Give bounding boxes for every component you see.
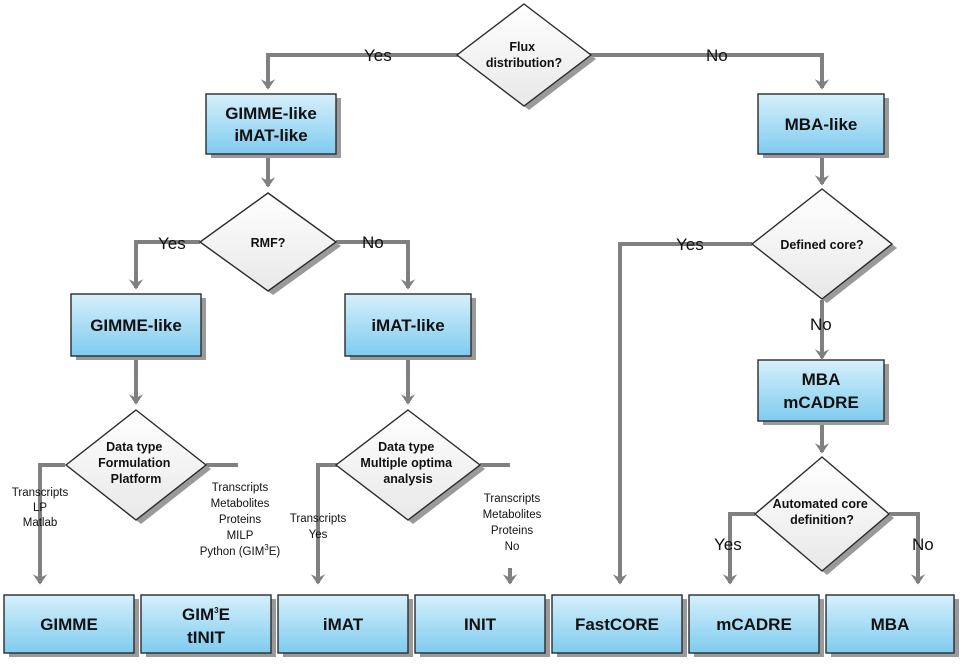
decision-imat-data-line3: analysis bbox=[383, 472, 432, 486]
note-gimme-line1: Transcripts bbox=[12, 487, 69, 499]
note-imat-branch: Transcripts Yes bbox=[290, 513, 347, 541]
connector-auto-no bbox=[889, 512, 926, 585]
note-init-branch: Transcripts Metabolites Proteins No bbox=[483, 493, 542, 553]
decision-gimme-data-label: Data type Formulation Platform bbox=[98, 440, 174, 486]
method-gim3e-label: GIM3E bbox=[182, 605, 230, 624]
note-gim3e-line1: Transcripts bbox=[212, 482, 269, 494]
note-gimme-line3: Matlab bbox=[23, 517, 58, 529]
box-mba-mcadre-line1: MBA bbox=[802, 370, 841, 389]
box-gimme-imat-like: GIMME-like iMAT-like bbox=[205, 93, 341, 158]
note-init-line2: Metabolites bbox=[483, 509, 542, 521]
decision-auto-core-label: Automated core definition? bbox=[773, 497, 872, 527]
decision-defined-core-label: Defined core? bbox=[780, 238, 863, 252]
decision-gimme-data-line1: Data type bbox=[106, 440, 162, 454]
note-gim3e-branch: Transcripts Metabolites Proteins MILP Py… bbox=[200, 482, 281, 558]
note-init-line1: Transcripts bbox=[484, 493, 541, 505]
note-gim3e-line4: MILP bbox=[227, 530, 254, 542]
method-box-mcadre: mCADRE bbox=[688, 594, 824, 657]
method-imat-label: iMAT bbox=[323, 615, 364, 634]
note-gim3e-line2: Metabolites bbox=[211, 498, 270, 510]
box-mba-like: MBA-like bbox=[757, 93, 889, 158]
box-imat-like: iMAT-like bbox=[344, 293, 476, 360]
decision-auto-core-line1: Automated core bbox=[773, 497, 868, 511]
method-box-fastcore: FastCORE bbox=[551, 594, 687, 657]
method-mcadre-label: mCADRE bbox=[716, 615, 792, 634]
connector-imat-data-left bbox=[310, 463, 337, 585]
edge-label-auto-no: No bbox=[912, 535, 934, 554]
connector-rmf-yes bbox=[128, 240, 200, 290]
connector-core-yes bbox=[612, 242, 752, 585]
method-box-gimme: GIMME bbox=[3, 594, 139, 657]
box-imat-like-label: iMAT-like bbox=[371, 316, 444, 335]
edge-label-auto-yes: Yes bbox=[714, 535, 742, 554]
method-init-label: INIT bbox=[464, 615, 497, 634]
connector-flux-no bbox=[588, 53, 830, 90]
method-gimme-label: GIMME bbox=[40, 615, 98, 634]
decision-imat-data-type: Data type Multiple optima analysis bbox=[334, 409, 485, 524]
connector-gimme-data-left bbox=[32, 463, 65, 585]
box-gimme-like-label: GIMME-like bbox=[90, 316, 182, 335]
note-gim3e-line5: Python (GIM3E) bbox=[200, 543, 281, 558]
decision-flux-distribution: Flux distribution? bbox=[455, 3, 596, 110]
note-imat-line2: Yes bbox=[309, 529, 328, 541]
connector-auto-yes bbox=[722, 512, 755, 585]
decision-rmf: RMF? bbox=[198, 192, 341, 295]
box-mba-mcadre: MBA mCADRE bbox=[757, 359, 889, 425]
connectors bbox=[32, 53, 926, 585]
edge-label-rmf-no: No bbox=[362, 233, 384, 252]
edge-label-core-no: No bbox=[810, 315, 832, 334]
decision-gimme-data-type: Data type Formulation Platform bbox=[64, 409, 211, 524]
decision-automated-core: Automated core definition? bbox=[753, 456, 894, 575]
edge-label-core-yes: Yes bbox=[676, 235, 704, 254]
note-imat-line1: Transcripts bbox=[290, 513, 347, 525]
method-box-gim3e-tinit: GIM3E tINIT bbox=[140, 594, 276, 657]
decision-gimme-data-line3: Platform bbox=[111, 472, 162, 486]
decision-imat-data-line1: Data type bbox=[378, 440, 434, 454]
method-box-imat: iMAT bbox=[277, 594, 413, 657]
decision-imat-data-line2: Multiple optima bbox=[360, 456, 453, 470]
box-mba-like-label: MBA-like bbox=[785, 115, 858, 134]
edge-label-flux-yes: Yes bbox=[364, 46, 392, 65]
note-gimme-line2: LP bbox=[33, 502, 47, 514]
note-gim3e-line3: Proteins bbox=[219, 514, 261, 526]
edge-label-flux-no: No bbox=[706, 46, 728, 65]
method-box-init: INIT bbox=[414, 594, 550, 657]
decision-rmf-label: RMF? bbox=[251, 236, 286, 250]
method-tinit-label: tINIT bbox=[187, 628, 225, 647]
decision-imat-data-label: Data type Multiple optima analysis bbox=[360, 440, 455, 486]
connector-rmf-no bbox=[336, 240, 416, 290]
edge-label-rmf-yes: Yes bbox=[158, 234, 186, 253]
method-mba-label: MBA bbox=[871, 615, 910, 634]
method-box-mba: MBA bbox=[825, 594, 959, 657]
connector-flux-yes bbox=[260, 53, 460, 90]
decision-flux-line1: Flux bbox=[509, 40, 535, 54]
decision-gimme-data-line2: Formulation bbox=[98, 456, 170, 470]
box-gimme-imat-line1: GIMME-like bbox=[225, 104, 317, 123]
box-mba-mcadre-line2: mCADRE bbox=[783, 393, 859, 412]
decision-flux-line2: distribution? bbox=[486, 56, 562, 70]
decision-flux-label: Flux distribution? bbox=[486, 40, 562, 70]
note-init-line4: No bbox=[505, 541, 520, 553]
decision-defined-core: Defined core? bbox=[750, 188, 897, 303]
note-init-line3: Proteins bbox=[491, 525, 533, 537]
box-gimme-like: GIMME-like bbox=[70, 293, 206, 360]
box-gimme-imat-line2: iMAT-like bbox=[234, 126, 307, 145]
method-fastcore-label: FastCORE bbox=[575, 615, 659, 634]
note-gimme-branch: Transcripts LP Matlab bbox=[12, 487, 69, 529]
decision-auto-core-line2: definition? bbox=[790, 513, 854, 527]
